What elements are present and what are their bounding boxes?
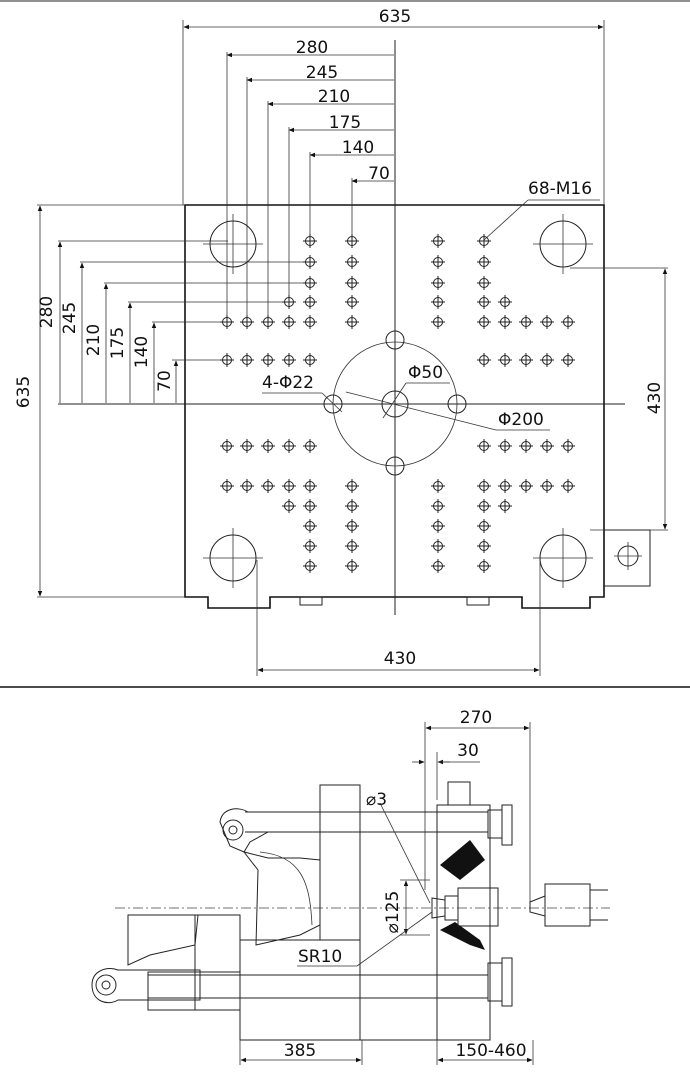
left-dimension-stack: 280 245 210 175 140 70 [37, 240, 310, 403]
injection-nozzle [529, 895, 546, 917]
label-nozzle-hole: ⌀3 [366, 790, 387, 810]
top-dim-70: 70 [368, 164, 390, 184]
moving-platen-upper [319, 784, 361, 941]
top-dim-140: 140 [342, 138, 374, 158]
label-locating-holes: 4-Φ22 [262, 373, 314, 393]
label-tapped-holes: 68-M16 [528, 179, 592, 199]
mould-section-upper [440, 840, 485, 880]
stationary-platen-top [447, 781, 471, 806]
locating-hole-bottom [385, 456, 405, 476]
left-dim-210: 210 [84, 324, 104, 356]
platen-tab-right [466, 596, 490, 606]
rear-platen [194, 914, 241, 1011]
dim-mold-range: 150-460 [455, 1041, 526, 1061]
left-dim-280: 280 [37, 296, 57, 328]
locating-hole-left [323, 394, 343, 414]
dim-tiebar-horizontal: 430 [384, 649, 416, 669]
tie-bar-holes [203, 214, 593, 588]
side-bracket [604, 529, 651, 587]
rear-link-body [127, 914, 199, 966]
left-dim-70: 70 [155, 370, 175, 392]
locating-hole-right [447, 394, 467, 414]
top-dimension-stack: 280 245 210 175 140 70 [226, 38, 394, 320]
side-view: 270 30 [91, 708, 610, 1065]
dim-overall-height: 635 [14, 376, 34, 408]
dim-locating-dia: ⌀125 [383, 891, 403, 934]
dim-overall-width: 635 [379, 7, 411, 27]
platen-tab-left [299, 596, 323, 606]
locating-hole-top [385, 330, 405, 350]
dim-nozzle: 30 [457, 741, 479, 761]
label-locating-ring: Φ200 [498, 410, 544, 430]
label-center-hole: Φ50 [408, 363, 443, 383]
rear-platen-lower [147, 971, 241, 1011]
platen-front-view: 635 280 245 210 175 140 70 635 [14, 7, 668, 676]
top-dim-245: 245 [306, 63, 338, 83]
upper-toggle-link [219, 808, 321, 853]
center-hole [381, 390, 409, 418]
dim-stroke-total: 270 [460, 708, 492, 728]
mould-section-lower [440, 922, 485, 950]
top-dim-210: 210 [318, 87, 350, 107]
platen-outline [184, 204, 605, 609]
dim-mold-height-min: 385 [284, 1041, 316, 1061]
stationary-platen [436, 804, 491, 1041]
injection-unit [544, 883, 591, 927]
nozzle-housing [457, 887, 499, 927]
nozzle-tip [431, 897, 446, 919]
dim-tiebar-vertical: 430 [645, 382, 665, 414]
crosshead-arm [242, 851, 321, 946]
top-dim-280: 280 [296, 38, 328, 58]
left-dim-140: 140 [132, 336, 152, 368]
top-dim-175: 175 [329, 113, 361, 133]
left-dim-245: 245 [60, 302, 80, 334]
label-nozzle-radius: SR10 [298, 947, 342, 967]
left-dim-175: 175 [108, 327, 128, 359]
lower-toggle-link [91, 968, 201, 1004]
